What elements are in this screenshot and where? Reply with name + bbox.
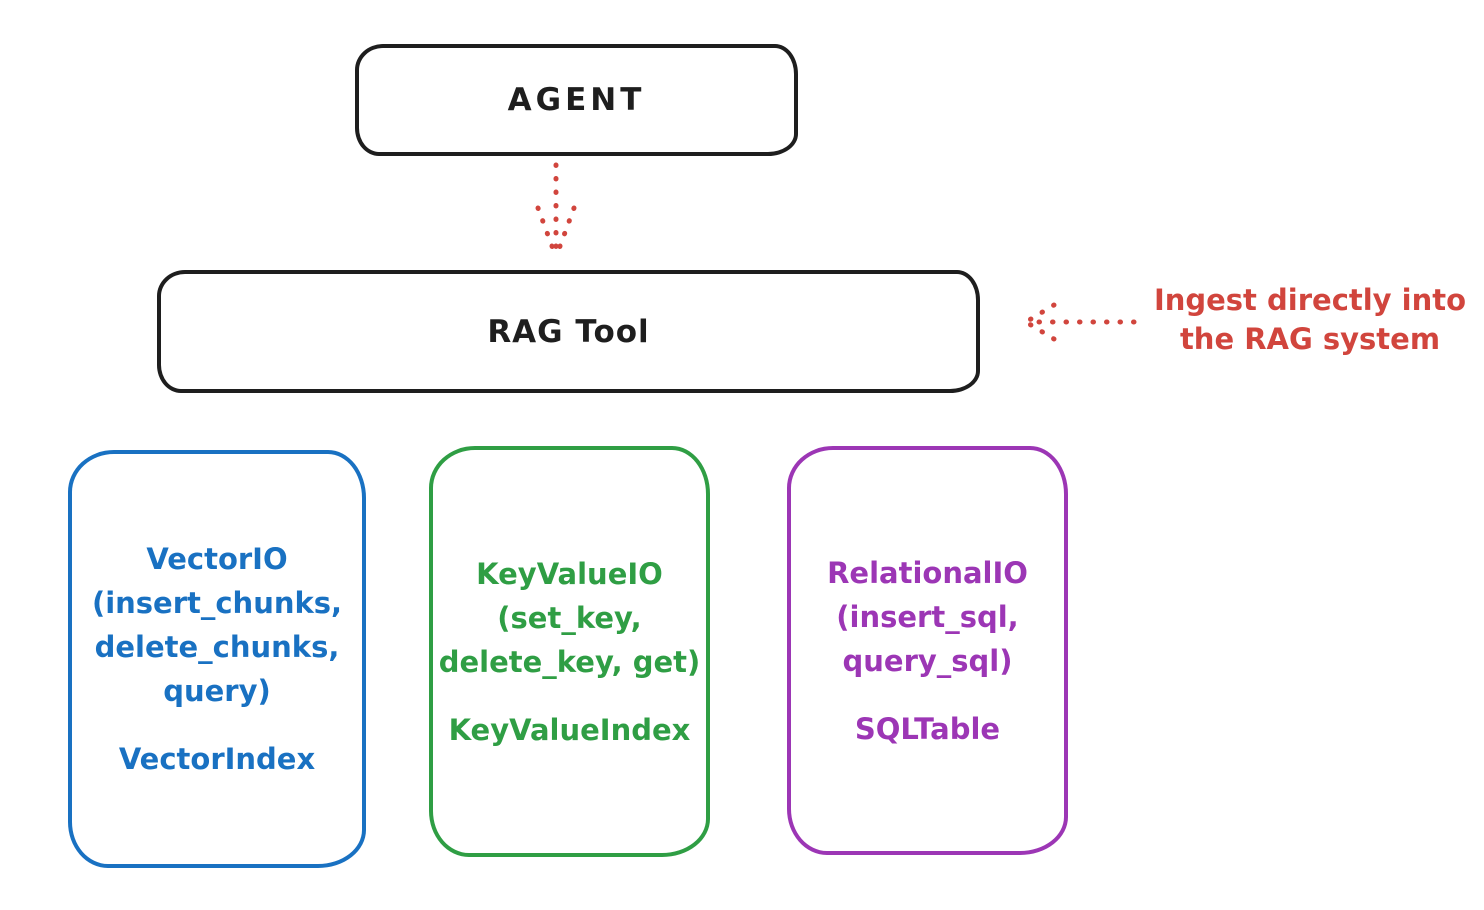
vector-io-text: VectorIO (insert_chunks, delete_chunks, … [92,537,342,781]
agent-node: AGENT [355,44,798,156]
relational-io-text: RelationalIO (insert_sql, query_sql) SQL… [827,551,1028,751]
annotation-line: Ingest directly into [1153,283,1467,317]
storage-box-line: RelationalIO [827,555,1028,590]
storage-box-line: query_sql) [842,643,1013,678]
vector-io-node: VectorIO (insert_chunks, delete_chunks, … [68,450,366,868]
storage-box-line: KeyValueIO [476,556,663,591]
storage-box-line: (insert_chunks, [91,586,343,620]
storage-box-line: delete_key, get) [438,644,701,679]
storage-box-line: (set_key, [497,600,642,635]
relational-io-node: RelationalIO (insert_sql, query_sql) SQL… [787,446,1068,855]
storage-box-line: delete_chunks, [94,630,340,664]
keyvalue-io-node: KeyValueIO (set_key, delete_key, get) Ke… [429,446,710,857]
storage-box-line: VectorIO [146,542,288,576]
ingest-annotation: Ingest directly into the RAG system [1140,281,1480,359]
dotted-left-arrow-icon [1023,302,1137,342]
agent-label: AGENT [507,82,646,118]
annotation-line: the RAG system [1179,322,1441,356]
storage-box-line: (insert_sql, [836,599,1019,634]
keyvalue-io-text: KeyValueIO (set_key, delete_key, get) Ke… [439,552,701,752]
sql-table-label: SQLTable [854,711,1001,746]
keyvalue-index-label: KeyValueIndex [448,712,691,747]
storage-box-line: query) [163,674,271,708]
rag-tool-node: RAG Tool [157,270,980,393]
rag-tool-label: RAG Tool [487,313,650,350]
vector-index-label: VectorIndex [118,742,316,776]
dotted-down-arrow-icon [535,162,577,260]
